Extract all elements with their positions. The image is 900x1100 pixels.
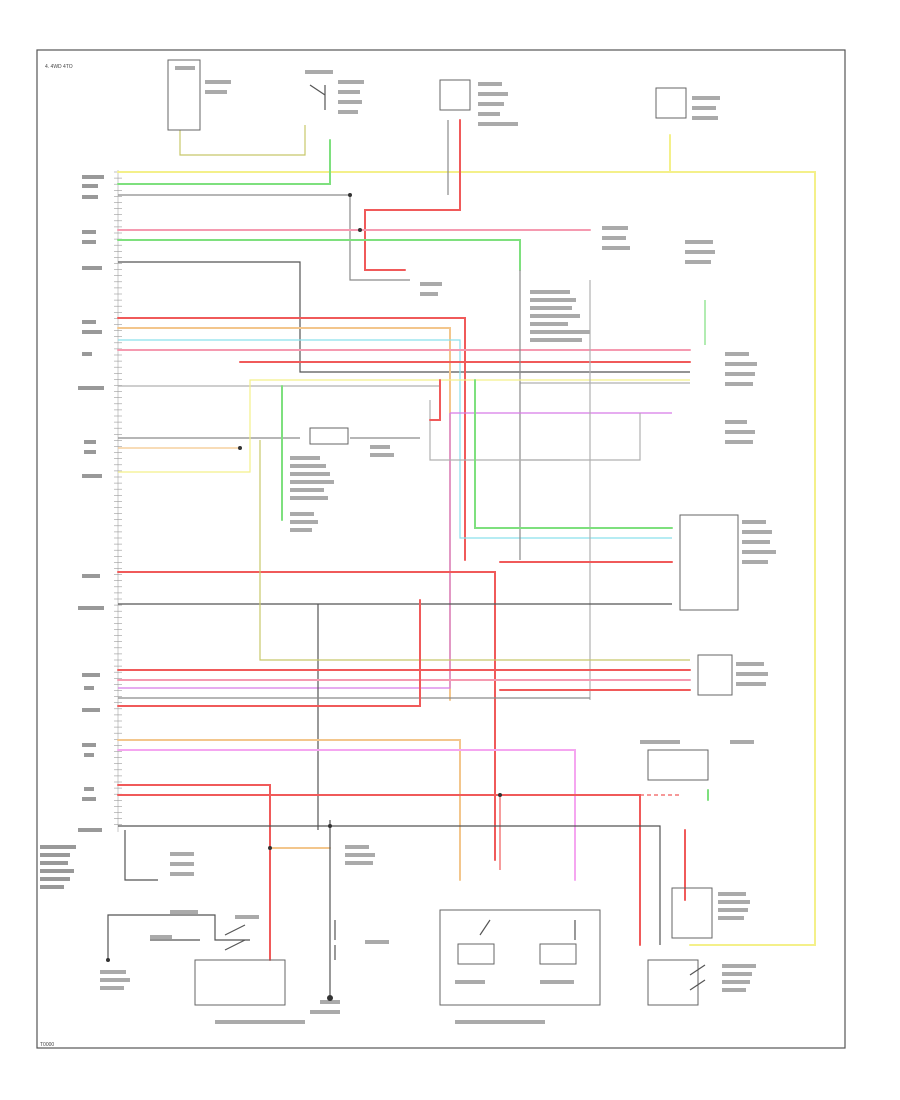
- solenoid-b: [539, 943, 577, 965]
- components: [100, 59, 776, 1024]
- solenoid-group: [439, 909, 601, 1006]
- red-center-wire: [364, 119, 461, 271]
- speed-sensor-box: [194, 959, 286, 1006]
- yellow-feed-wire: [117, 171, 816, 946]
- red-row-795: [117, 794, 641, 946]
- gray-loop-640: [520, 413, 641, 461]
- gray-sensor-wire: [118, 194, 410, 281]
- bottom-left-circuit: [107, 914, 250, 960]
- center-module: [309, 427, 349, 445]
- olive-row-660: [259, 440, 690, 661]
- wire-harness: [107, 119, 816, 998]
- solenoid-a: [457, 943, 495, 965]
- red-row-318: [117, 317, 466, 561]
- range-switch: [647, 749, 709, 781]
- red-row-706: [117, 599, 421, 707]
- green-right-module: [474, 379, 673, 529]
- yellow-row-472: [118, 379, 690, 473]
- header-label: 4. 4WD 4TO: [45, 64, 73, 70]
- pink-row-750: [117, 749, 576, 881]
- center-connector: [439, 79, 471, 111]
- red-row-572: [117, 571, 496, 861]
- dark-left-return: [124, 830, 158, 881]
- red-short-center: [429, 379, 441, 421]
- right-module-upper: [679, 514, 739, 611]
- green-top-wire: [117, 139, 331, 185]
- red-row-785: [117, 784, 271, 961]
- magenta-lower: [118, 413, 451, 689]
- right-module-lower: [697, 654, 733, 696]
- ecu-connector-pins: [114, 170, 122, 832]
- transmission-switch: [647, 959, 699, 1006]
- ecu-function-labels: [40, 175, 104, 889]
- olive-relay-wire: [179, 125, 306, 156]
- cyan-row-340: [118, 339, 672, 539]
- dark-row-826: [118, 825, 661, 945]
- bottom-right-relay: [671, 887, 713, 939]
- figure-id: T0000: [40, 1042, 54, 1048]
- relay-box: [167, 59, 201, 131]
- orange-row-328: [117, 327, 451, 701]
- power-relay: [655, 87, 687, 119]
- diagram-frame: [36, 49, 846, 1049]
- orange-row-740: [117, 739, 461, 881]
- green-row-240: [117, 239, 521, 271]
